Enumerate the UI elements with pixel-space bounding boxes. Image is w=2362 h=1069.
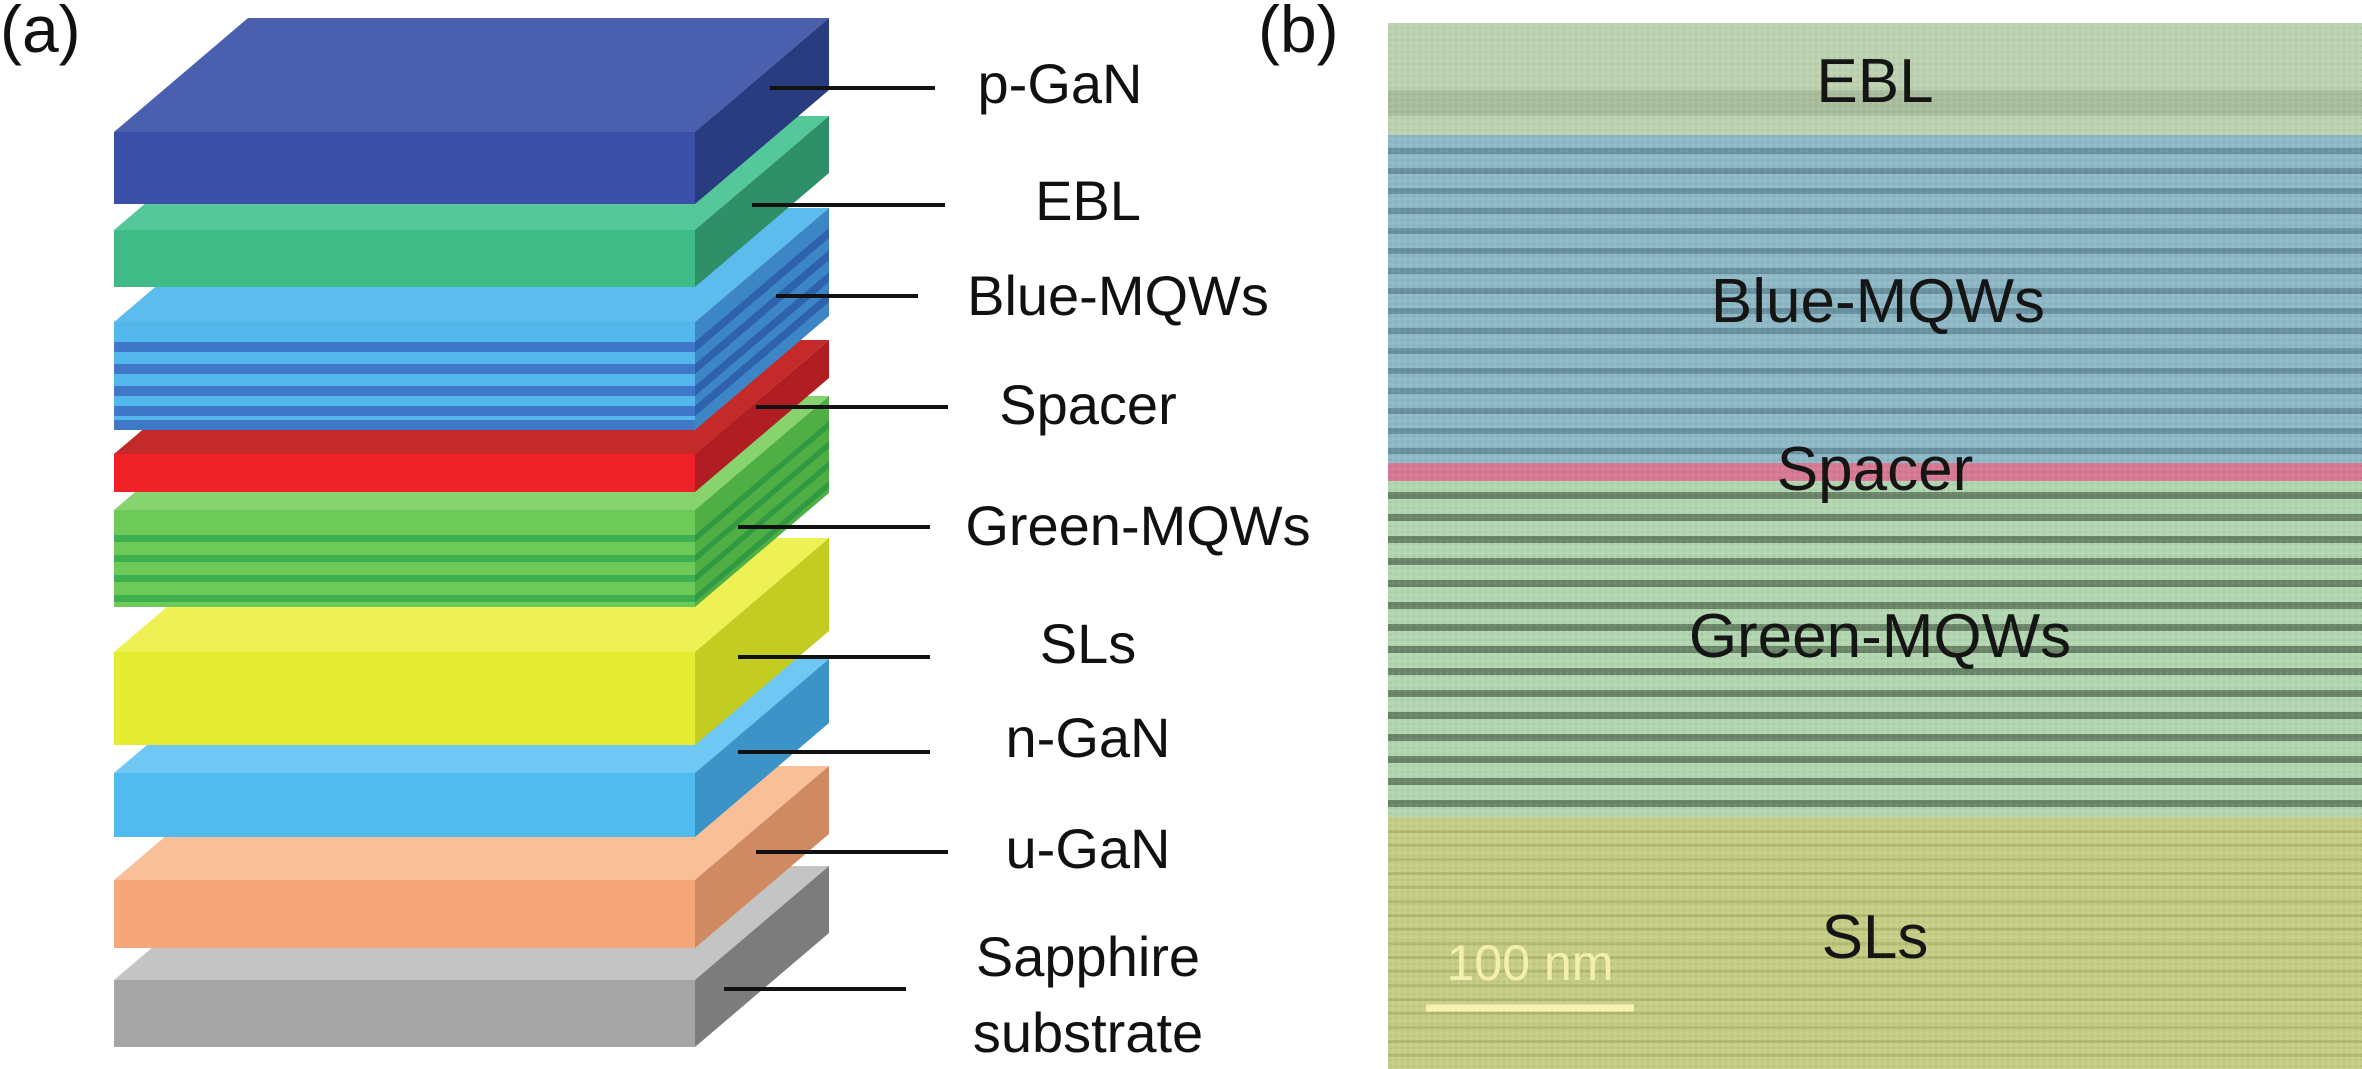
- label-p-gan: p-GaN: [978, 52, 1143, 115]
- tem-label-green-mqws: Green-MQWs: [1689, 602, 2071, 671]
- tem-label-blue-mqws: Blue-MQWs: [1711, 267, 2045, 336]
- tem-image: EBL Blue-MQWs Spacer Green-MQWs SLs 100 …: [1388, 23, 2362, 1069]
- scale-bar-label: 100 nm: [1447, 935, 1614, 991]
- label-spacer: Spacer: [999, 373, 1176, 436]
- tem-label-spacer: Spacer: [1777, 435, 1973, 504]
- panel-a-label: (a): [0, 0, 81, 66]
- leader-lines: [724, 86, 948, 991]
- label-ebl: EBL: [1035, 169, 1141, 232]
- label-sls: SLs: [1040, 612, 1137, 675]
- label-sapphire-line1: Sapphire: [976, 925, 1200, 988]
- panel-b-label: (b): [1258, 0, 1339, 66]
- tem-label-sls: SLs: [1822, 903, 1929, 972]
- label-blue-mqws: Blue-MQWs: [967, 264, 1269, 327]
- label-u-gan: u-GaN: [1006, 817, 1171, 880]
- stack-labels: p-GaN EBL Blue-MQWs Spacer Green-MQWs SL…: [965, 52, 1310, 1064]
- panel-b: (b) EBL Blue-MQWs Spacer Green-MQWs SLs: [1258, 0, 2362, 1069]
- label-n-gan: n-GaN: [1006, 706, 1171, 769]
- label-green-mqws: Green-MQWs: [965, 494, 1310, 557]
- tem-label-ebl: EBL: [1816, 47, 1933, 116]
- panel-a: (a): [0, 0, 1311, 1064]
- label-sapphire-line2: substrate: [973, 1001, 1203, 1064]
- layer-p-gan: [114, 18, 829, 204]
